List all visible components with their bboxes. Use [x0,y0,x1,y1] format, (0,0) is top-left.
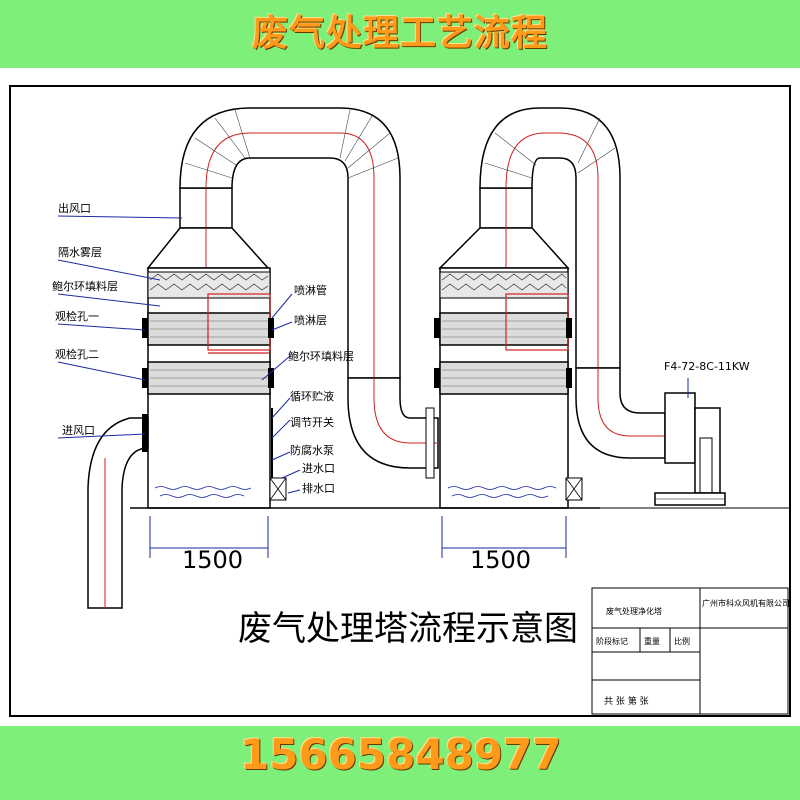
label-regulating-switch: 调节开关 [290,415,334,429]
fan-duct [479,107,666,459]
right-tower [434,187,583,509]
label-water-inlet: 进水口 [302,462,335,475]
dimension-right: 1500 [470,546,531,574]
label-spray-pipe: 喷淋管 [294,283,327,297]
title-block-weight: 重量 [644,636,660,646]
label-inspect-hole-2: 观检孔二 [55,347,99,361]
title-block-project: 废气处理净化塔 [606,606,662,616]
page-title: 废气处理工艺流程 [251,13,548,54]
title-block [591,587,789,715]
footer-band [0,726,800,800]
title-block-stage: 阶段标记 [596,636,628,646]
title-block-company: 广州市科众风机有限公司 [702,598,790,608]
header-band [0,0,800,68]
label-circulation-tank: 循环贮液 [290,389,334,403]
fan-unit [654,378,726,506]
left-tower [87,187,287,609]
title-block-scale: 比例 [674,636,690,646]
label-inspect-hole-1: 观检孔一 [55,309,99,323]
label-drain: 排水口 [302,481,335,495]
dimension-marks [149,516,567,558]
label-outlet: 出风口 [58,201,91,215]
fan-model-label: F4-72-8C-11KW [664,360,750,373]
title-block-sheets: 共 张 第 张 [604,695,649,707]
label-spray-layer: 喷淋层 [294,314,327,327]
label-packing-layer-2: 鲍尔环填料层 [288,349,354,363]
label-pump: 防腐水泵 [290,443,334,457]
label-packing-layer: 鲍尔环填料层 [52,279,118,293]
diagram-title: 废气处理塔流程示意图 [238,609,578,649]
label-inlet: 进风口 [62,424,95,437]
connecting-duct [179,107,439,479]
phone-number[interactable]: 15665848977 [240,730,562,779]
label-mist-layer: 隔水雾层 [58,246,102,259]
dimension-left: 1500 [182,546,243,574]
process-diagram: 1500 1500 出风口 隔水雾层 鲍尔环填料层 观检孔一 观检孔二 进风口 … [0,68,800,726]
